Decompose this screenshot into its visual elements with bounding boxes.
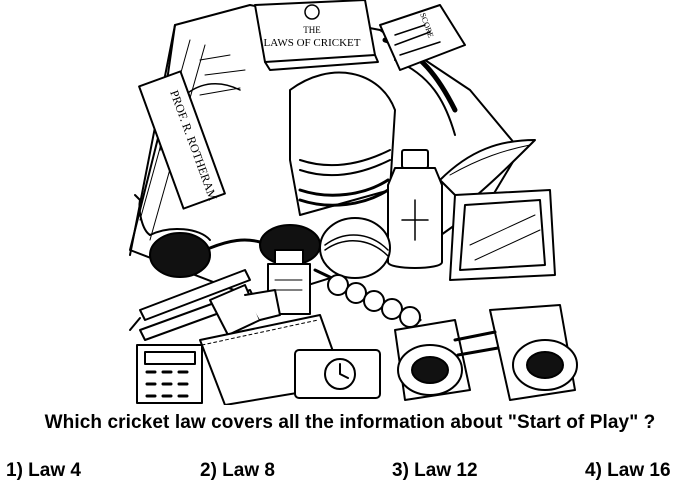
cricket-kit-illustration: PROF. R. ROTHERAM THE LAWS OF CRICKET SC… <box>129 0 578 405</box>
answer-option-4[interactable]: 4) Law 16 <box>585 460 671 481</box>
answer-option-2[interactable]: 2) Law 8 <box>200 460 275 481</box>
laws-of-cricket-book: THE LAWS OF CRICKET <box>254 0 379 71</box>
mcc-emblem-icon <box>304 4 320 20</box>
book-title-line2: LAWS OF CRICKET <box>264 37 361 49</box>
eraser <box>209 284 281 336</box>
banana <box>439 139 536 206</box>
answer-option-1[interactable]: 1) Law 4 <box>6 460 81 481</box>
sandwich-box <box>449 189 556 281</box>
bead-counter <box>313 268 422 328</box>
answer-option-3[interactable]: 3) Law 12 <box>392 460 478 481</box>
answer-options: 1) Law 4 2) Law 8 3) Law 12 4) Law 16 <box>0 460 700 490</box>
calculator <box>136 344 203 404</box>
drink-bottle <box>387 149 443 269</box>
binoculars <box>394 304 578 401</box>
clock-icon <box>324 358 356 390</box>
score-card: SCORE <box>379 4 466 71</box>
quiz-question: Which cricket law covers all the informa… <box>44 412 656 433</box>
book-title-line1: THE <box>303 25 321 35</box>
cricket-ball <box>319 217 391 279</box>
stopwatch <box>294 349 381 399</box>
cricket-sweater <box>289 71 396 216</box>
